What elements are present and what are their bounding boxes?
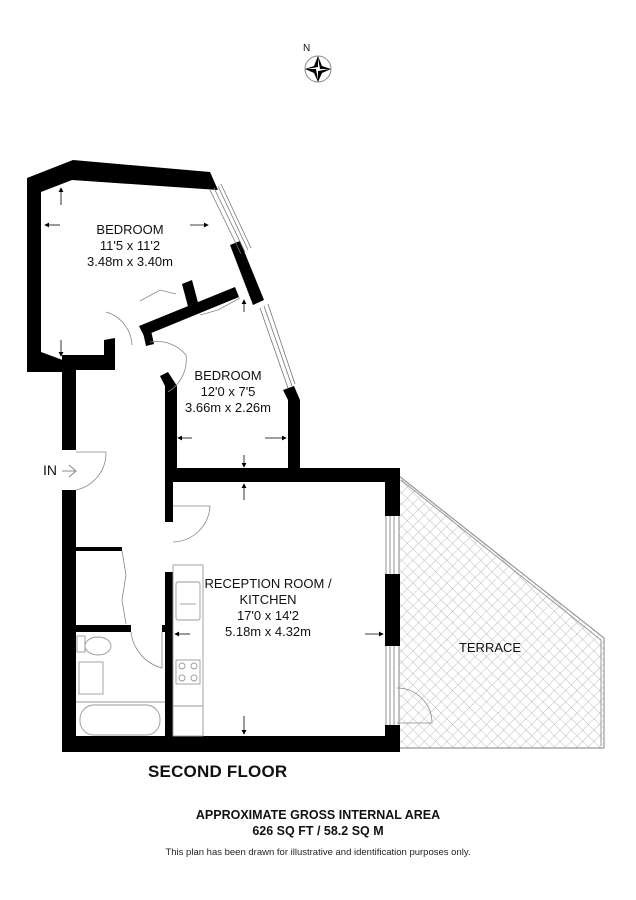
disclaimer: This plan has been drawn for illustrativ…	[165, 847, 471, 858]
room-name: TERRACE	[458, 640, 522, 655]
bath-icon	[79, 704, 161, 736]
dimension-arrows	[44, 187, 384, 735]
hob-icon	[175, 659, 201, 685]
room-label-reception: RECEPTION ROOM / KITCHEN 17'0 x 14'2 5.1…	[198, 576, 338, 640]
room-name: BEDROOM	[96, 222, 164, 237]
north-label: N	[303, 43, 311, 54]
sink-icon	[175, 581, 201, 621]
area-heading: APPROXIMATE GROSS INTERNAL AREA	[195, 808, 441, 822]
entrance-label: IN	[43, 462, 57, 478]
entrance-arrow-icon	[62, 464, 77, 478]
terrace-area	[398, 474, 605, 749]
room-label-bedroom-2: BEDROOM 12'0 x 7'5 3.66m x 2.26m	[168, 368, 288, 416]
windows	[209, 183, 395, 725]
toilet-cistern-icon	[76, 635, 86, 653]
area-value: 626 SQ FT / 58.2 SQ M	[252, 824, 384, 838]
floor-title: SECOND FLOOR	[148, 762, 288, 781]
fixtures	[76, 564, 204, 737]
room-imperial: 11'5 x 11'2	[99, 238, 161, 253]
doors	[75, 289, 433, 724]
room-name: BEDROOM	[194, 368, 262, 383]
room-name: RECEPTION ROOM /	[204, 576, 332, 591]
room-imperial: 12'0 x 7'5	[200, 384, 256, 399]
room-imperial: 17'0 x 14'2	[236, 608, 300, 623]
room-metric: 3.48m x 3.40m	[87, 254, 173, 269]
room-metric: 3.66m x 2.26m	[185, 400, 271, 415]
walls	[27, 160, 400, 752]
toilet-icon	[84, 636, 112, 656]
room-metric: 5.18m x 4.32m	[225, 624, 311, 639]
north-compass-icon	[304, 55, 332, 83]
room-label-bedroom-1: BEDROOM 11'5 x 11'2 3.48m x 3.40m	[60, 222, 200, 270]
room-name-line2: KITCHEN	[239, 592, 297, 607]
basin-icon	[78, 661, 104, 695]
room-label-terrace: TERRACE	[440, 640, 540, 656]
